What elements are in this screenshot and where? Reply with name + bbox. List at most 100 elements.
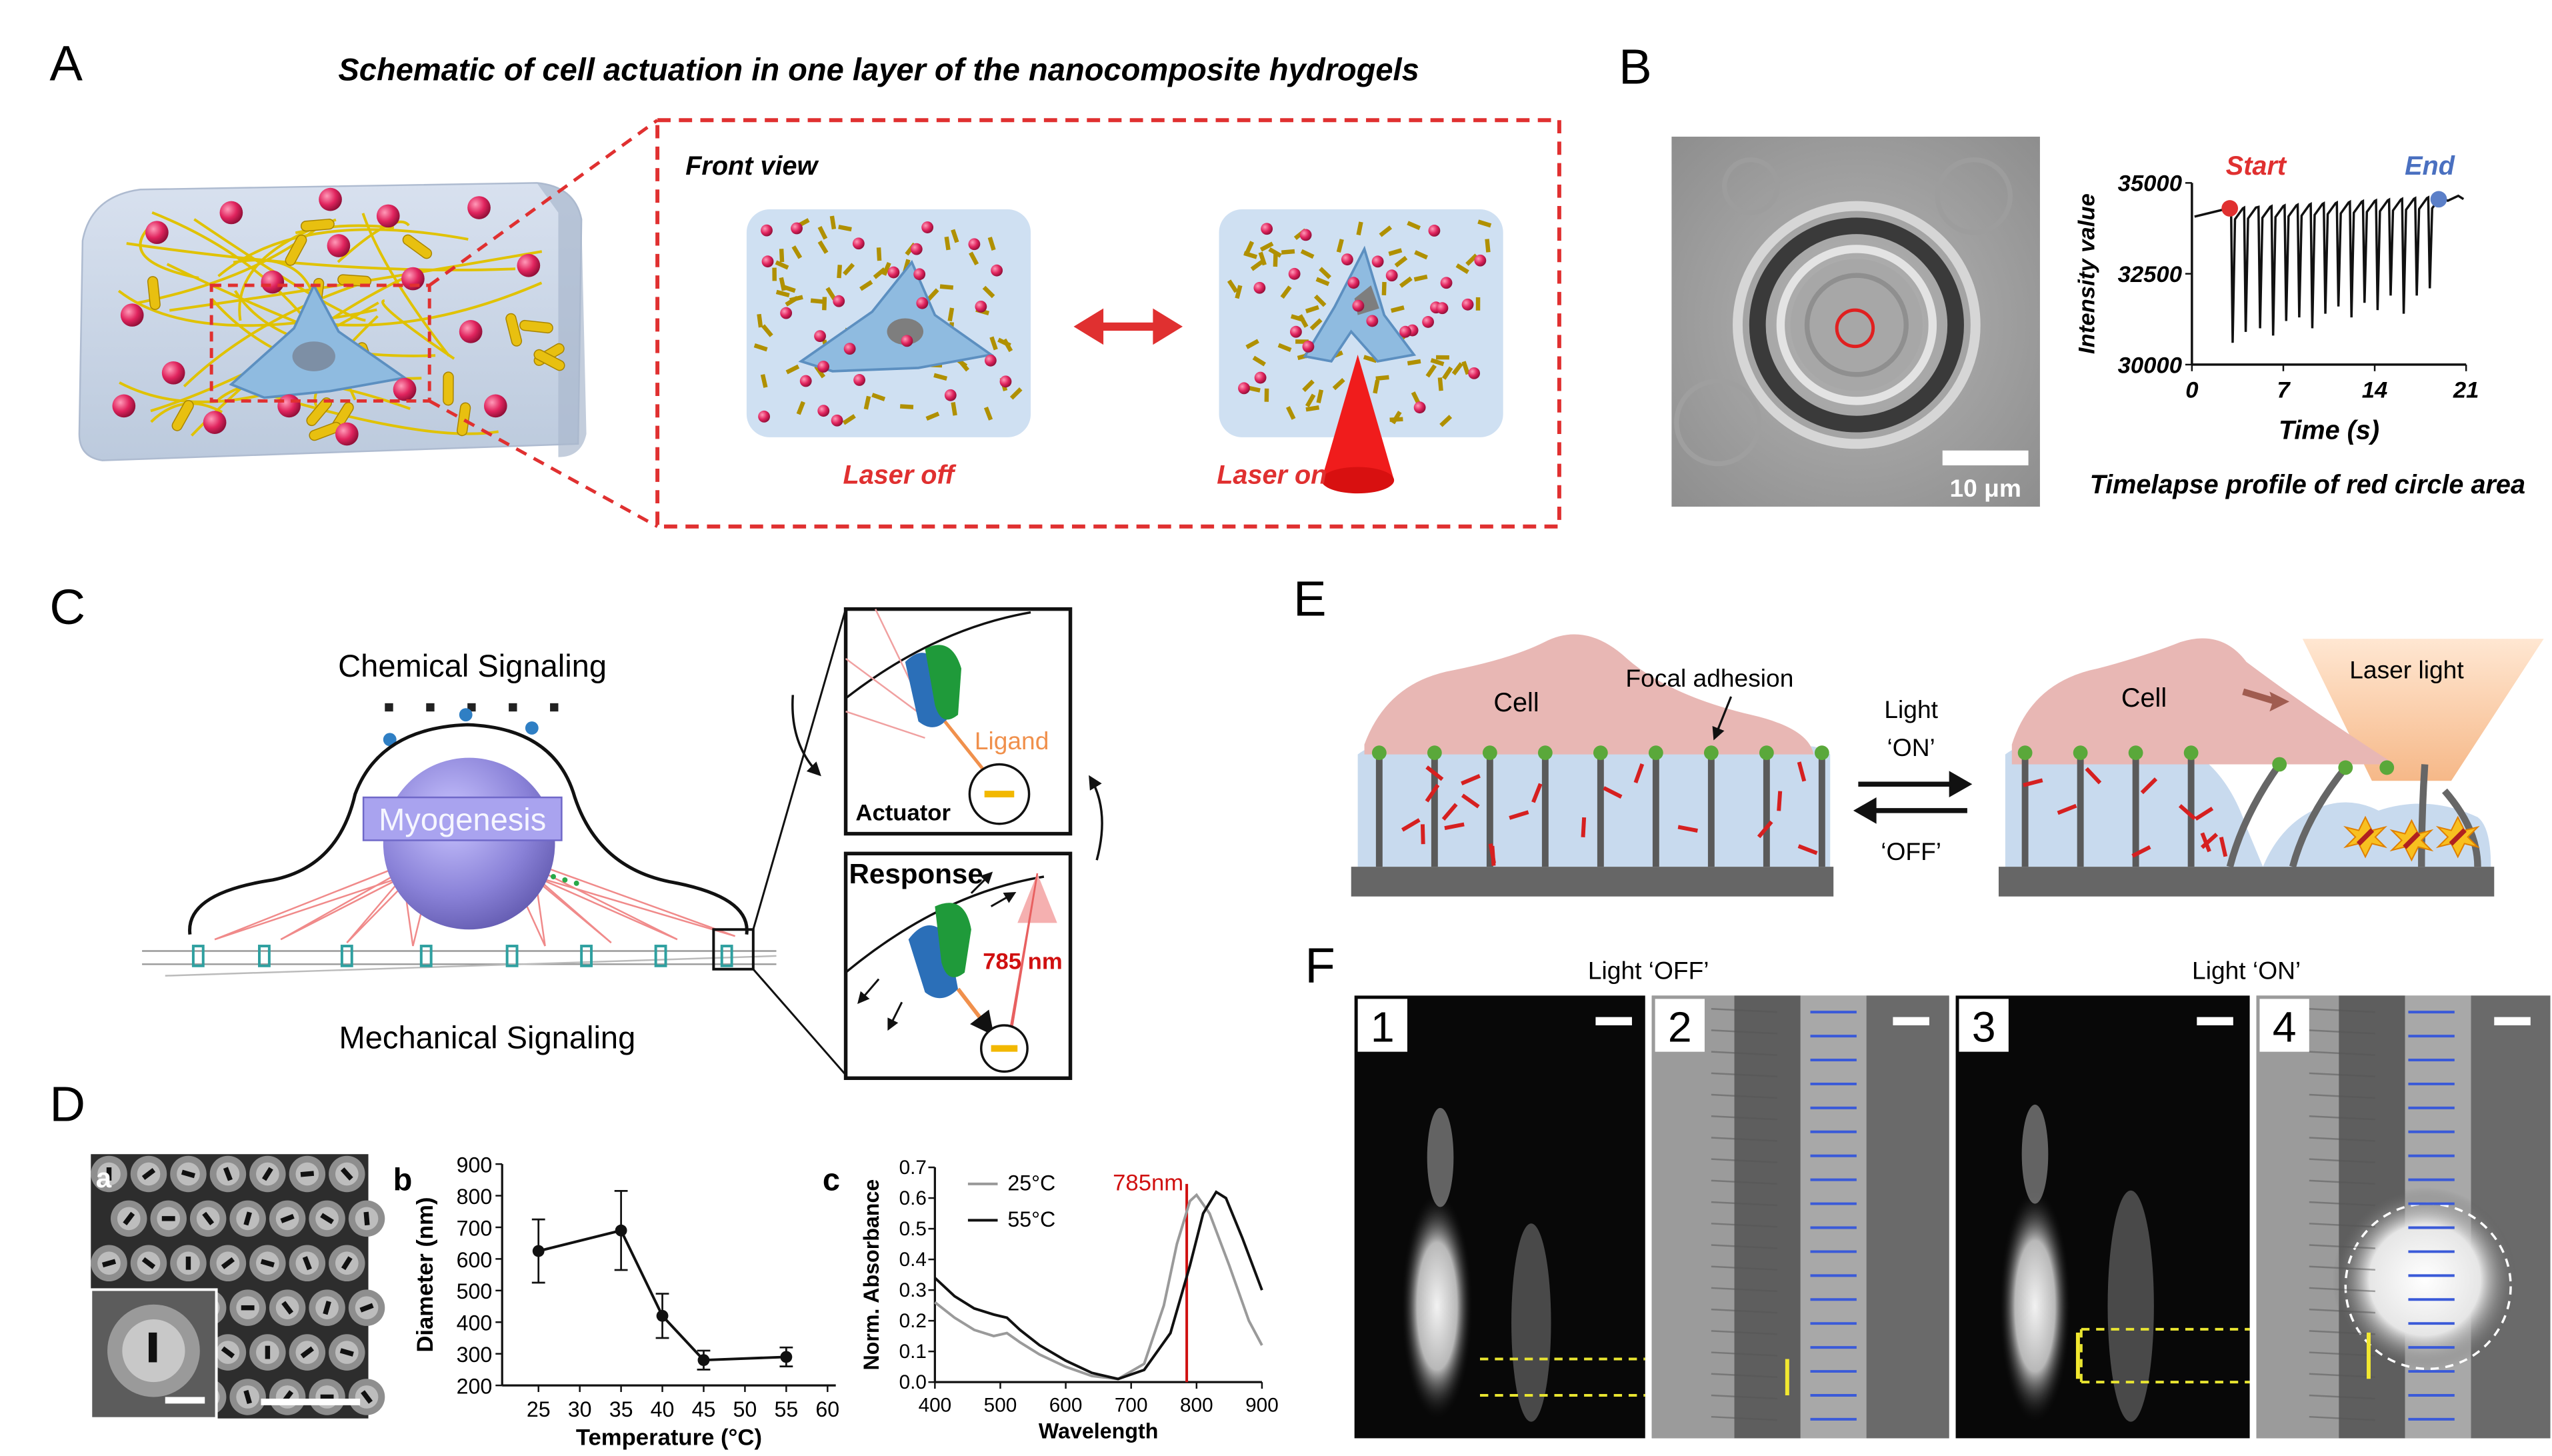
front-view-box [655,118,1561,529]
f-scale-bars [1595,1017,2531,1025]
panel-letter-c: C [49,579,85,635]
panel-d-sub-b: b [393,1162,413,1197]
db-y-tick-label: 600 [457,1248,493,1272]
response-label: Response [849,858,983,889]
f-tile-tag-4: 4 [2273,1003,2297,1051]
b-x-label: Time (s) [2279,415,2379,445]
b-y-tick-label: 32500 [2118,262,2182,287]
panel-letter-a: A [49,36,83,91]
toggle-double-arrow [1073,308,1183,345]
dc-x-tick-label: 500 [984,1395,1017,1417]
db-y-tick-label: 900 [457,1153,493,1177]
dc-x-tick-label: 900 [1245,1395,1279,1417]
db-y-tick-label: 200 [457,1375,493,1399]
panel-a: A Schematic of cell actuation in one lay… [49,36,1561,529]
right-cell-label: Cell [2121,683,2167,713]
db-y-tick-label: 800 [457,1185,493,1209]
db-x-tick-label: 60 [815,1397,839,1421]
laser-off-tile [746,209,1031,437]
f-tile-tag-box [2259,999,2309,1052]
db-y-tick-label: 300 [457,1343,493,1367]
dc-x-tick-label: 700 [1115,1395,1148,1417]
dc-x-label: Wavelength [1039,1419,1158,1443]
light-label: Light [1884,695,1938,723]
dc-series-1 [934,1190,1263,1381]
zoom-box [712,928,755,971]
mechanical-signaling-label: Mechanical Signaling [339,1020,636,1055]
db-point [656,1309,669,1322]
chemical-signaling-label: Chemical Signaling [338,648,607,683]
cell-outline [188,723,749,935]
db-x-tick-label: 50 [733,1397,757,1421]
off-label: ‘OFF’ [1881,837,1941,865]
b-start-point [2221,200,2239,217]
panel-d-sub-a: a [96,1162,112,1193]
panel-letter-b: B [1619,39,1652,95]
dc-y-tick-label: 0.3 [899,1279,927,1301]
scale-bar [1942,450,2029,466]
cube-cell [229,282,408,399]
b-end-point [2430,191,2447,208]
motion-arrow [2243,691,2290,712]
inset-actuator: Ligand Actuator [843,607,1073,836]
db-x-tick-label: 25 [527,1397,551,1421]
on-label: ‘ON’ [1887,733,1935,761]
f-tile-tag-box [1357,999,1407,1052]
b-y-label: Intensity value [2075,193,2100,354]
front-view-label: Front view [685,151,819,181]
db-x-tick-label: 40 [651,1397,675,1421]
left-substrate [1351,634,1834,897]
db-x-tick-label: 30 [568,1397,592,1421]
dc-y-tick-label: 0.7 [899,1157,927,1179]
dc-x-tick-label: 800 [1180,1395,1213,1417]
dc-y-tick-label: 0.1 [899,1341,927,1363]
dc-y-tick-label: 0.0 [899,1371,927,1393]
b-x-tick-label: 0 [2185,377,2198,403]
ligand-dots [385,703,559,712]
panel-f: F Light ‘OFF’ Light ‘ON’ [1305,938,2551,1439]
cell-micrograph: 10 μm [1671,136,2040,507]
panel-a-title: Schematic of cell actuation in one layer… [338,52,1419,87]
db-y-tick-label: 700 [457,1216,493,1240]
inset-response: Response 785 nm [843,851,1073,1080]
b-x-tick-label: 7 [2277,377,2291,403]
f-tile-tag-3: 3 [1972,1003,1996,1051]
f-tile-3 [1955,995,2250,1439]
db-y-tick-label: 400 [457,1311,493,1335]
receptors [383,708,539,747]
db-x-tick-label: 45 [692,1397,716,1421]
ligand-label: Ligand [975,727,1049,755]
panel-b-caption: Timelapse profile of red circle area [2090,470,2525,499]
cube-selection-box [209,283,431,403]
dc-y-tick-label: 0.2 [899,1310,927,1332]
db-y-label: Diameter (nm) [413,1197,438,1353]
light-on-label: Light ‘ON’ [2192,957,2301,985]
b-y-tick-label: 35000 [2118,171,2182,197]
laser-light-label: Laser light [2349,656,2464,684]
f-tile-tag-box [1959,999,2009,1052]
tem-image: a [89,1154,385,1420]
myogenesis-label: Myogenesis [379,802,546,837]
right-substrate [1998,638,2544,897]
nanoparticle-spheres [112,187,541,446]
db-point [615,1224,627,1237]
b-end-label: End [2405,151,2455,181]
dc-y-tick-label: 0.4 [899,1249,927,1271]
db-x-tick-label: 55 [774,1397,798,1421]
dc-x-tick-label: 400 [919,1395,952,1417]
f-tile-tag-1: 1 [1371,1003,1395,1051]
b-intensity-trace [2194,194,2465,343]
f-tile-1 [1354,995,1645,1439]
hydrogel-cube [78,182,587,461]
myogenesis-box [362,796,563,841]
light-off-label: Light ‘OFF’ [1588,957,1709,985]
db-x-tick-label: 35 [609,1397,633,1421]
focal-adhesion-label: Focal adhesion [1625,664,1793,692]
integrins [191,945,733,967]
b-y-tick-label: 30000 [2118,353,2182,378]
